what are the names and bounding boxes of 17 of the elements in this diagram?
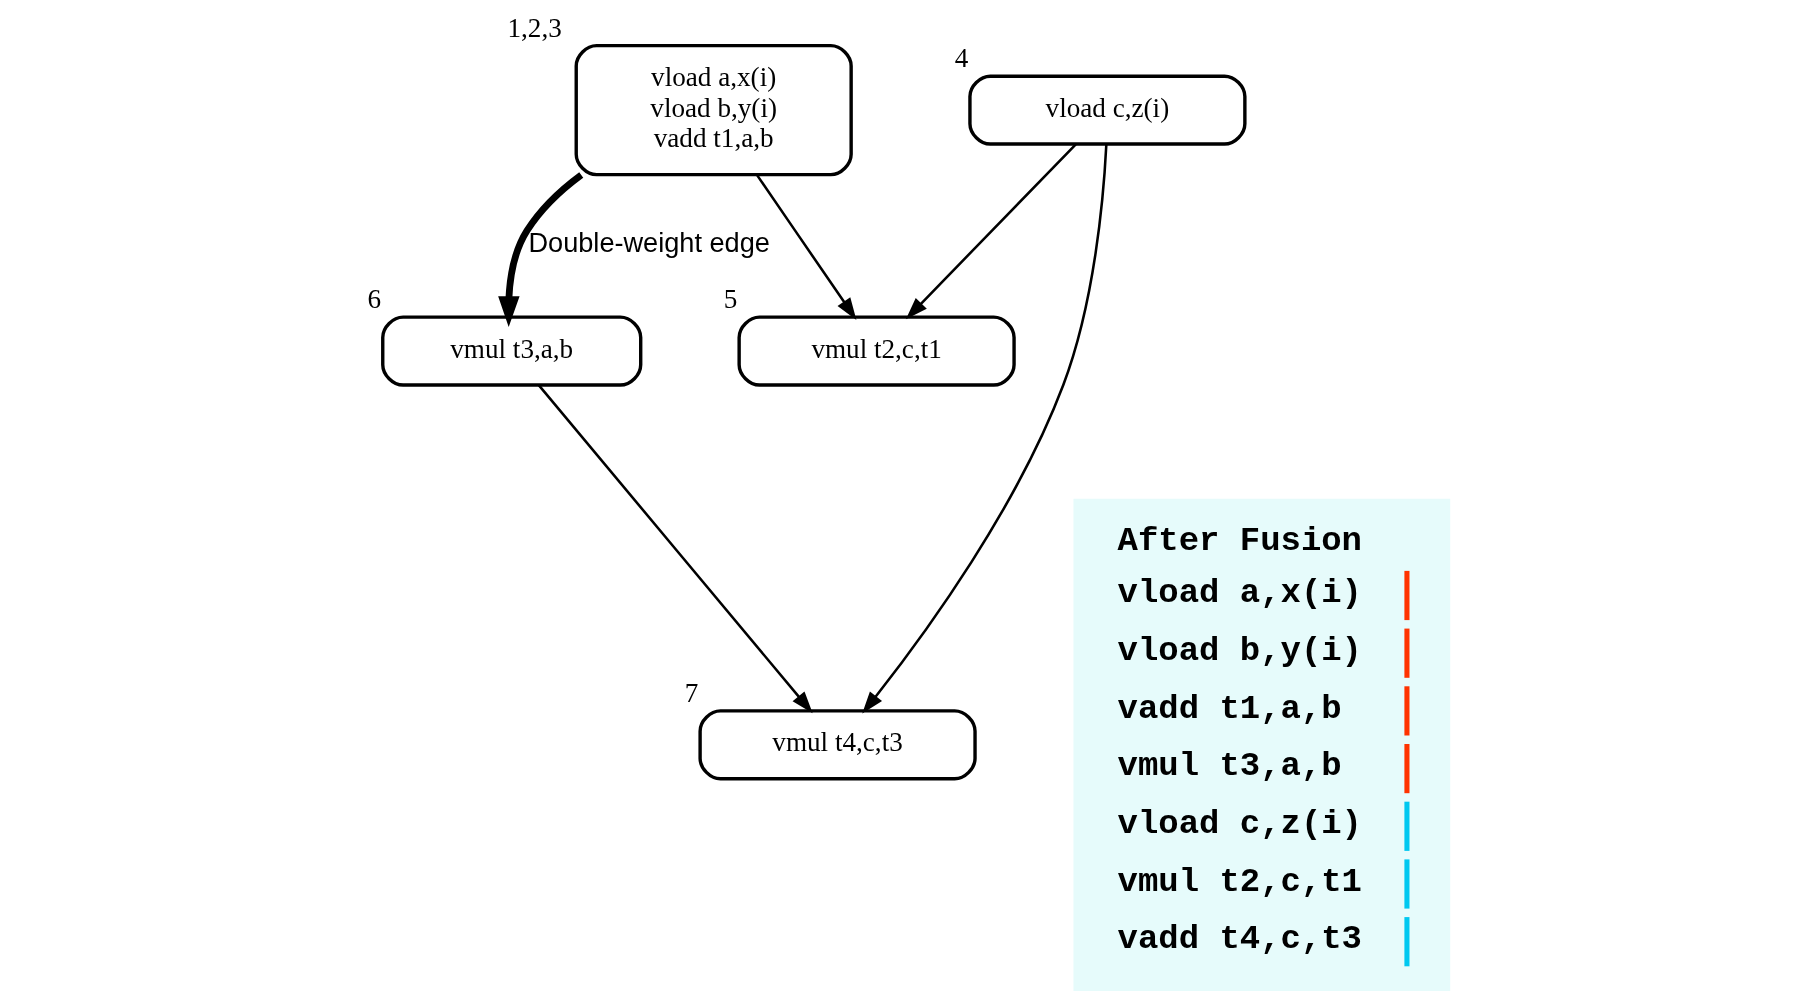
node-box: After Fusion vload a,x(i) vload b,y(i) vadd t1,a,b vmul t3,a,b vload c,z(i) vmul t2,c,t1 vadd t4,c,t3 bbox=[1072, 498, 1450, 991]
node-box: vmul t4,c,t3 bbox=[697, 709, 977, 781]
node-label: 4 bbox=[954, 43, 968, 74]
arrow bbox=[905, 143, 1077, 320]
node-label: 1,2,3 bbox=[507, 12, 562, 43]
arrow bbox=[497, 172, 583, 327]
node-label: 6 bbox=[366, 284, 381, 315]
node-box: vmul t3,a,b bbox=[380, 315, 642, 387]
node-box: vmul t2,c,t1 bbox=[736, 315, 1016, 387]
edge-label: Double-weight edge bbox=[527, 227, 770, 259]
arrow bbox=[755, 174, 856, 320]
node-box: vload c,z(i) bbox=[967, 74, 1247, 146]
node-box: vload a,x(i) vload b,y(i) vadd t1,a,b bbox=[574, 43, 853, 177]
node-label: 5 bbox=[723, 284, 737, 315]
arrow bbox=[861, 144, 1108, 714]
node-label: 7 bbox=[684, 678, 698, 709]
arrow bbox=[537, 384, 813, 714]
